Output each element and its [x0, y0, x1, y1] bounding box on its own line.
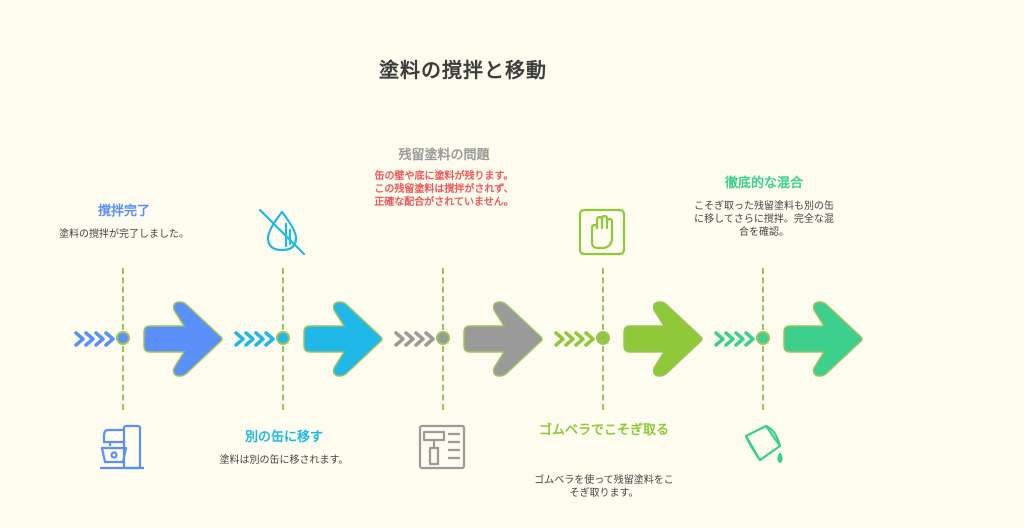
step-label: ゴムベラでこそぎ取る [538, 423, 669, 438]
step-label: 徹底的な混合 [724, 176, 803, 191]
scraper-panel-icon [418, 424, 466, 470]
chevrons-icon [394, 331, 435, 347]
connector-line [602, 346, 604, 410]
step-label: 残留塗料の問題 [398, 148, 490, 163]
arrow-icon [303, 301, 383, 377]
connector-line [602, 268, 604, 330]
timeline-dot [596, 331, 610, 345]
connector-line [282, 346, 284, 410]
stand-mixer-icon [100, 424, 144, 470]
timeline-dot [756, 331, 770, 345]
step-description: 塗料の撹拌が完了しました。 [59, 229, 189, 240]
connector-line [762, 268, 764, 330]
step-residual-paint: 残留塗料の問題 缶の壁や底に塗料が残ります。この残留塗料は撹拌がされず、正確な配… [374, 0, 554, 528]
connector-line [762, 346, 764, 410]
step-description: 塗料は別の缶に移されます。 [219, 455, 349, 466]
timeline-dot [276, 331, 290, 345]
timeline-dot [116, 331, 130, 345]
chevrons-icon [714, 331, 755, 347]
arrow-icon [463, 301, 543, 377]
connector-line [122, 268, 124, 330]
step-transfer-can: 別の缶に移す 塗料は別の缶に移されます。 [220, 0, 394, 528]
diagram-title: 塗料の撹拌と移動 [379, 58, 547, 82]
chevrons-icon [554, 331, 595, 347]
step-label: 別の缶に移す [244, 430, 323, 445]
arrow-icon [143, 301, 223, 377]
chevrons-icon [234, 331, 275, 347]
step-label: 撹拌完了 [97, 204, 150, 219]
pouring-cup-icon [744, 424, 783, 464]
hand-scraping-icon [578, 208, 626, 256]
step-description: こそぎ取った残留塗料も別の缶に移してさらに撹拌。完全な混合を確認。 [694, 201, 834, 238]
connector-line [282, 268, 284, 330]
step-stirring-complete: 撹拌完了 塗料の撹拌が完了しました。 [59, 0, 234, 528]
timeline-dot [436, 331, 450, 345]
no-drop-icon [258, 208, 306, 256]
step-description: 缶の壁や底に塗料が残ります。この残留塗料は撹拌がされず、正確な配合がされていませ… [374, 171, 514, 208]
chevrons-icon [74, 331, 115, 347]
connector-line [442, 346, 444, 410]
connector-line [122, 346, 124, 410]
arrow-icon [783, 301, 863, 377]
step-thorough-mixing: 徹底的な混合 こそぎ取った残留塗料も別の缶に移してさらに撹拌。完全な混合を確認。 [694, 0, 874, 528]
arrow-icon [623, 301, 703, 377]
step-description: ゴムベラを使って残留塗料をこそぎ取ります。 [534, 475, 674, 499]
connector-line [442, 268, 444, 330]
step-scrape-spatula: ゴムベラでこそぎ取る ゴムベラを使って残留塗料をこそぎ取ります。 [534, 0, 714, 528]
